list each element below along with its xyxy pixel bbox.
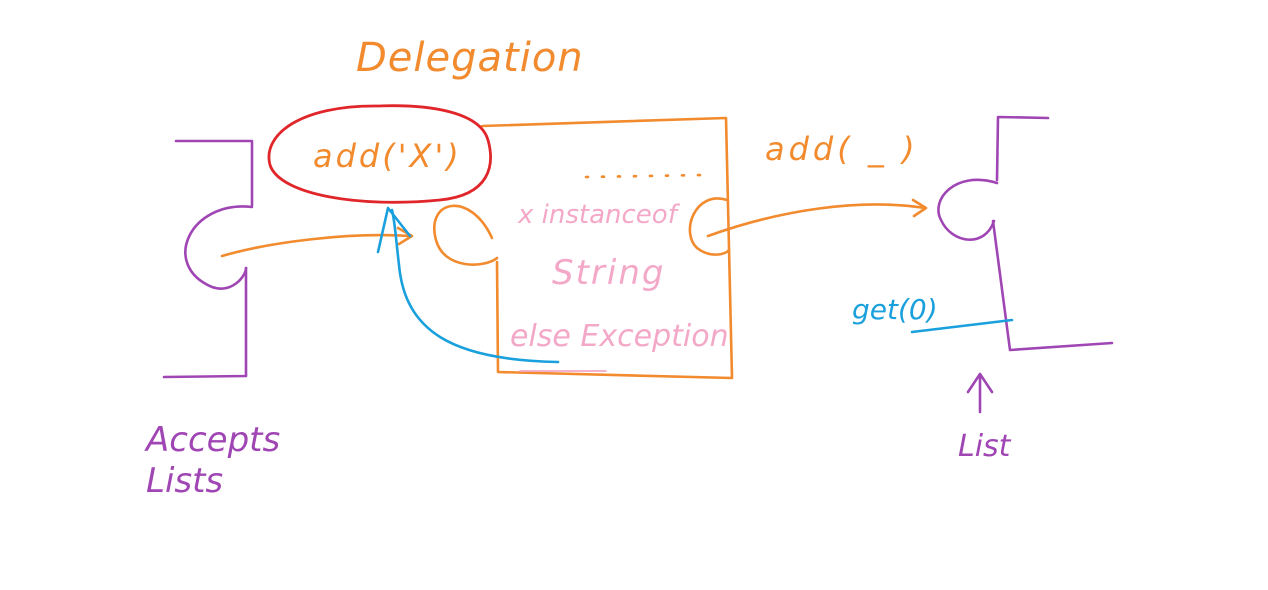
condition-line-1: x instanceof — [518, 200, 677, 230]
left-component-shape — [162, 139, 254, 379]
right-component-label: List — [958, 429, 1011, 464]
condition-line-3: else Exception — [510, 319, 729, 354]
left-component-label: Accepts Lists — [146, 420, 281, 501]
delegation-box — [433, 116, 734, 380]
incoming-arrow — [220, 226, 414, 258]
return-arrow — [376, 206, 560, 364]
condition-line-2: String — [552, 253, 666, 293]
delegate-call-label: add('X') — [313, 137, 462, 175]
forward-call-label: add( _ ) — [765, 130, 919, 168]
get-call-label: get(0) — [852, 293, 938, 326]
get-underline — [910, 318, 1014, 334]
delegate-call-highlight — [267, 104, 492, 204]
diagram-title: Delegation — [356, 35, 584, 81]
dots-mark — [584, 173, 706, 179]
list-pointer-arrow — [966, 372, 994, 414]
forward-arrow — [706, 198, 928, 238]
right-component-shape — [937, 115, 1114, 352]
